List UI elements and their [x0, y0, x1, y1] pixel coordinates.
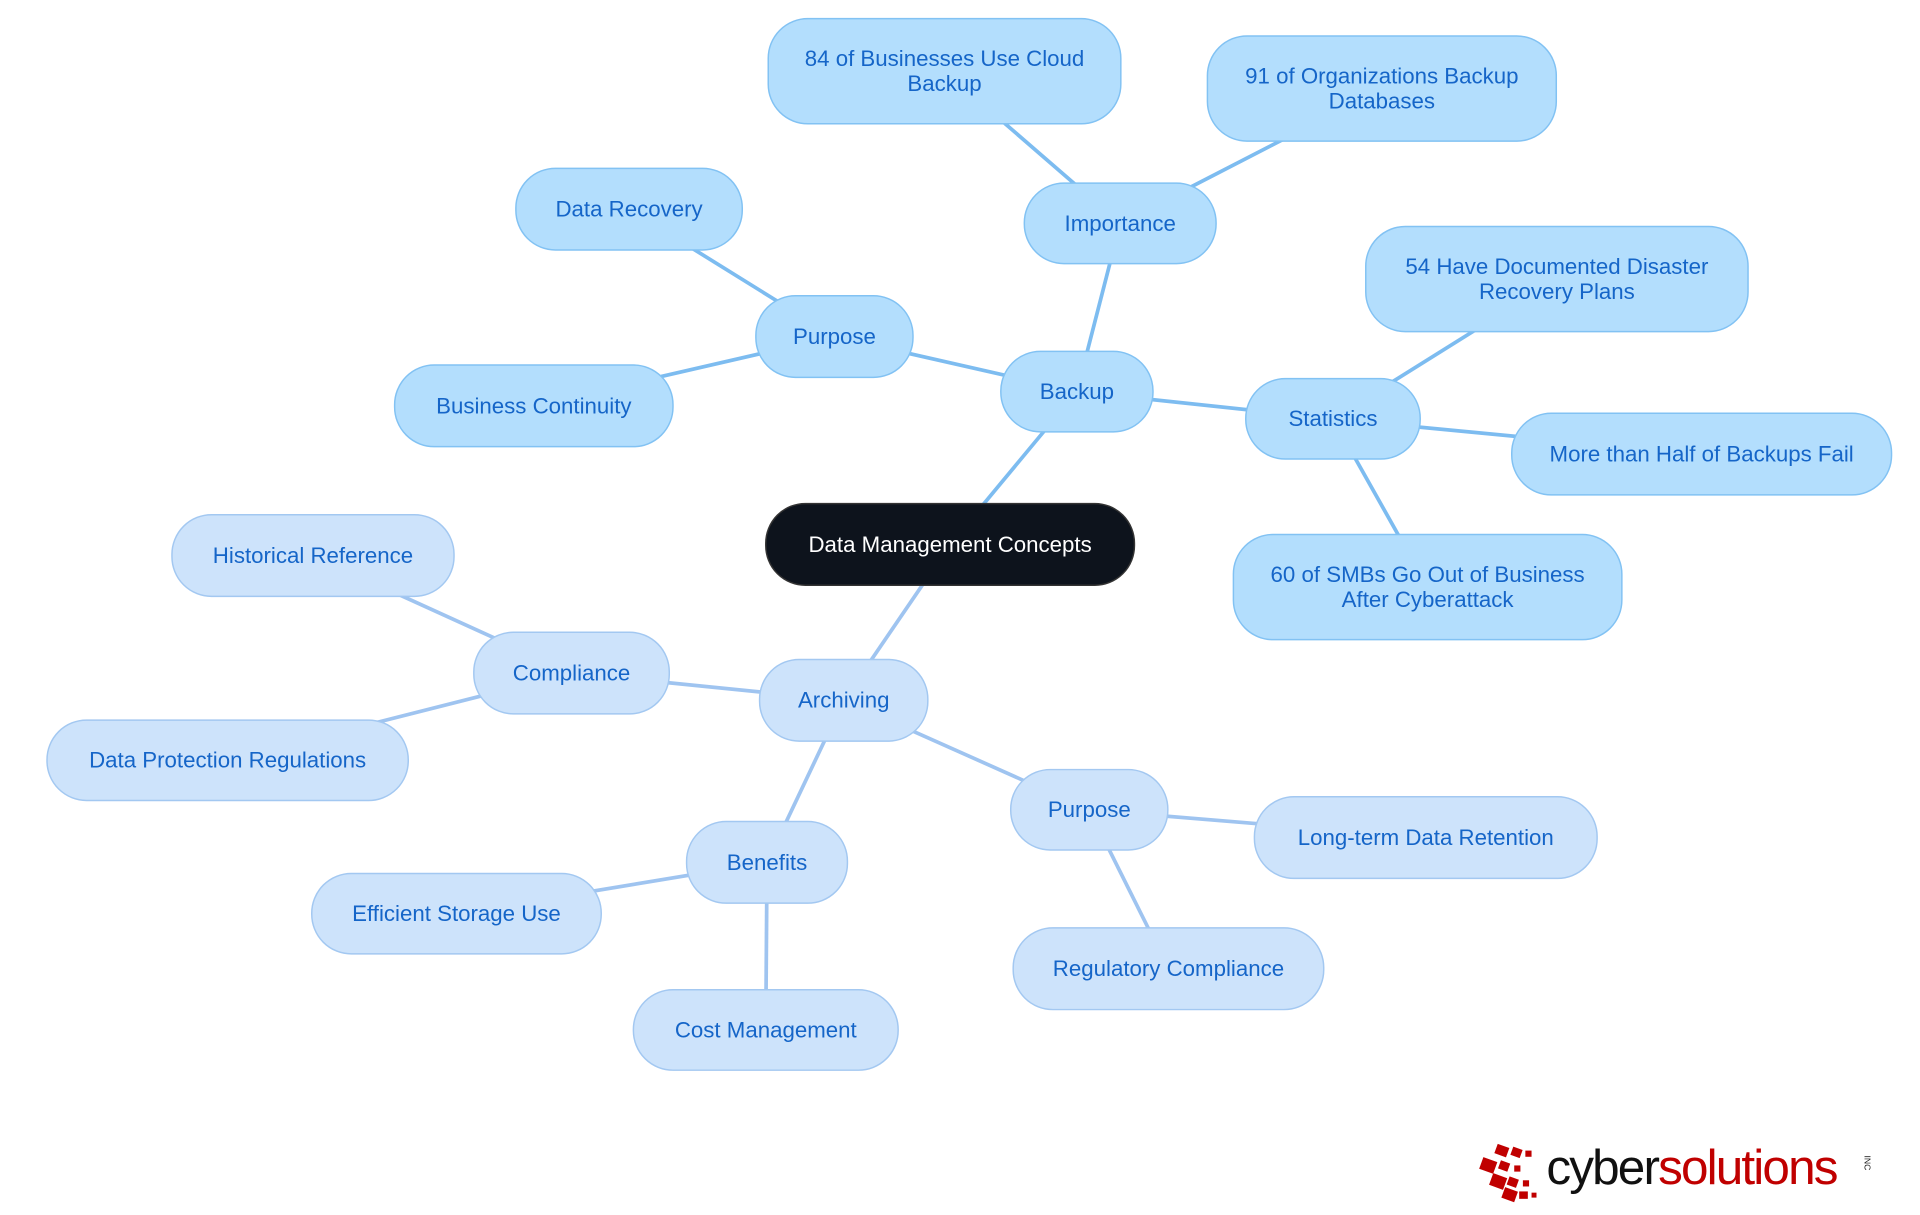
node-label: Cost Management [675, 1017, 858, 1042]
node-box [1232, 533, 1623, 641]
node-label: Statistics [1288, 406, 1377, 431]
logo-text-inc: INC [1862, 1156, 1872, 1171]
node-box [171, 513, 455, 598]
node-apurpose[interactable]: Purpose [1009, 768, 1169, 851]
node-label: 60 of SMBs Go Out of Business [1271, 562, 1585, 587]
node-bpurpose[interactable]: Purpose [755, 295, 914, 379]
node-co1[interactable]: Data Protection Regulations [46, 719, 409, 802]
node-label: More than Half of Backups Fail [1550, 442, 1854, 467]
node-box [1365, 225, 1749, 333]
node-label: Backup [907, 71, 981, 96]
node-label: 84 of Businesses Use Cloud [805, 46, 1085, 71]
logo-text-cyber: cyber [1546, 1140, 1659, 1195]
node-label: Compliance [513, 660, 631, 685]
node-box [46, 719, 409, 802]
node-ap0[interactable]: Long-term Data Retention [1253, 796, 1598, 880]
node-box [473, 631, 671, 715]
node-box [1511, 412, 1893, 496]
node-importance[interactable]: Importance [1023, 182, 1217, 265]
node-label: Data Recovery [555, 197, 703, 222]
node-box [1206, 35, 1558, 142]
node-label: Business Continuity [436, 393, 632, 418]
logo-text-solutions: solutions [1658, 1140, 1837, 1195]
node-label: Data Protection Regulations [89, 748, 366, 773]
node-label: 91 of Organizations Backup [1245, 64, 1518, 89]
node-bp1[interactable]: Business Continuity [393, 364, 674, 448]
node-st1[interactable]: More than Half of Backups Fail [1511, 412, 1893, 496]
node-label: Archiving [798, 688, 890, 713]
node-box [1245, 377, 1421, 460]
node-bp0[interactable]: Data Recovery [515, 167, 744, 251]
node-stats[interactable]: Statistics [1245, 377, 1421, 460]
node-box [685, 820, 849, 904]
node-root[interactable]: Data Management Concepts [765, 502, 1136, 586]
node-box [758, 658, 929, 742]
node-label: Long-term Data Retention [1298, 825, 1554, 850]
node-box [767, 17, 1122, 125]
node-box [1012, 927, 1325, 1011]
node-label: 54 Have Documented Disaster [1405, 254, 1709, 279]
node-box [1000, 350, 1154, 433]
node-label: Recovery Plans [1479, 279, 1635, 304]
node-label: After Cyberattack [1342, 587, 1515, 612]
node-box [515, 167, 744, 251]
node-label: Historical Reference [213, 543, 413, 568]
node-label: Backup [1040, 379, 1114, 404]
node-label: Data Management Concepts [808, 532, 1091, 557]
node-label: Purpose [1048, 797, 1131, 822]
node-box [1253, 796, 1598, 880]
cybersolutions-logo: cybersolutions INC [1479, 1140, 1872, 1203]
node-compliance[interactable]: Compliance [473, 631, 671, 715]
node-co0[interactable]: Historical Reference [171, 513, 455, 598]
node-box [765, 502, 1136, 586]
node-benefits[interactable]: Benefits [685, 820, 849, 904]
node-box [632, 989, 899, 1071]
node-ap1[interactable]: Regulatory Compliance [1012, 927, 1325, 1011]
node-box [755, 295, 914, 379]
node-archiving[interactable]: Archiving [758, 658, 929, 742]
node-box [393, 364, 674, 448]
svg-text:cybersolutions: cybersolutions [1546, 1140, 1836, 1195]
node-label: Regulatory Compliance [1053, 956, 1284, 981]
node-be0[interactable]: Efficient Storage Use [311, 872, 602, 955]
node-label: Efficient Storage Use [352, 901, 561, 926]
node-be1[interactable]: Cost Management [632, 989, 899, 1071]
node-label: Importance [1065, 211, 1176, 236]
node-label: Databases [1329, 88, 1435, 113]
node-backup[interactable]: Backup [1000, 350, 1154, 433]
node-box [311, 872, 602, 955]
node-box [1023, 182, 1217, 265]
node-label: Purpose [793, 324, 876, 349]
node-box [1009, 768, 1169, 851]
node-label: Benefits [727, 850, 807, 875]
